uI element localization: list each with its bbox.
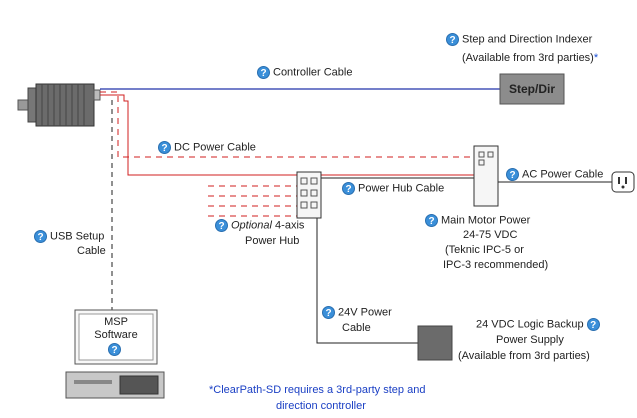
help-icon[interactable]: ? xyxy=(257,66,270,79)
step-dir-indexer-label: ?Step and Direction Indexer xyxy=(446,33,592,46)
usb-setup-cable-label-2: Cable xyxy=(77,245,106,257)
msp-help: ? xyxy=(79,343,153,356)
motor xyxy=(17,83,101,127)
available-3rd-label-2: (Available from 3rd parties) xyxy=(458,350,590,362)
controller-cable-label: ?Controller Cable xyxy=(257,66,352,79)
power-hub xyxy=(296,171,322,219)
help-icon[interactable]: ? xyxy=(108,343,121,356)
hub-output-cables xyxy=(208,185,297,217)
help-icon[interactable]: ? xyxy=(342,182,355,195)
msp-label-1: MSP xyxy=(104,316,128,328)
usb-setup-cable-label: ?USB Setup xyxy=(34,230,104,243)
help-icon[interactable]: ? xyxy=(215,219,228,232)
help-icon[interactable]: ? xyxy=(425,214,438,227)
step-dir-box-label: Step/Dir xyxy=(509,82,556,96)
power-hub-label: ?Optional 4-axis xyxy=(215,219,304,232)
help-icon[interactable]: ? xyxy=(506,168,519,181)
dc-power-cable-label: ?DC Power Cable xyxy=(158,141,256,154)
v24-power-cable xyxy=(316,218,418,344)
main-motor-power-label: ?Main Motor Power xyxy=(425,214,530,227)
logic-backup-label-1: 24 VDC Logic Backup ? xyxy=(476,318,603,331)
power-hub-label-2: Power Hub xyxy=(245,235,300,247)
footnote-line-2: direction controller xyxy=(276,400,366,412)
msp-label-2: Software xyxy=(94,329,138,341)
v24-power-cable-label-2: Cable xyxy=(342,322,371,334)
dc-power-cable-dashed xyxy=(100,91,474,158)
logic-backup-box xyxy=(417,325,453,361)
help-icon[interactable]: ? xyxy=(586,318,600,331)
help-icon[interactable]: ? xyxy=(322,306,335,319)
teknic-label-2: IPC-3 recommended) xyxy=(443,259,549,271)
vdc-range-label: 24-75 VDC xyxy=(463,229,518,241)
teknic-label-1: (Teknic IPC-5 or xyxy=(445,244,524,256)
main-motor-power-supply xyxy=(473,145,499,207)
help-icon[interactable]: ? xyxy=(34,230,47,243)
ac-power-cable-label: ?AC Power Cable xyxy=(506,168,603,181)
help-icon[interactable]: ? xyxy=(446,33,459,46)
ac-plug xyxy=(611,171,635,193)
available-3rd-label-1: (Available from 3rd parties)* xyxy=(462,52,599,64)
step-dir-box xyxy=(499,73,565,105)
power-hub-cable-label: ?Power Hub Cable xyxy=(342,182,444,195)
footnote-line-1: *ClearPath-SD requires a 3rd-party step … xyxy=(209,384,426,396)
logic-backup-label-2: Power Supply xyxy=(496,334,564,346)
v24-power-cable-label: ?24V Power xyxy=(322,306,392,319)
help-icon[interactable]: ? xyxy=(158,141,171,154)
dc-power-cable-solid xyxy=(100,94,474,176)
